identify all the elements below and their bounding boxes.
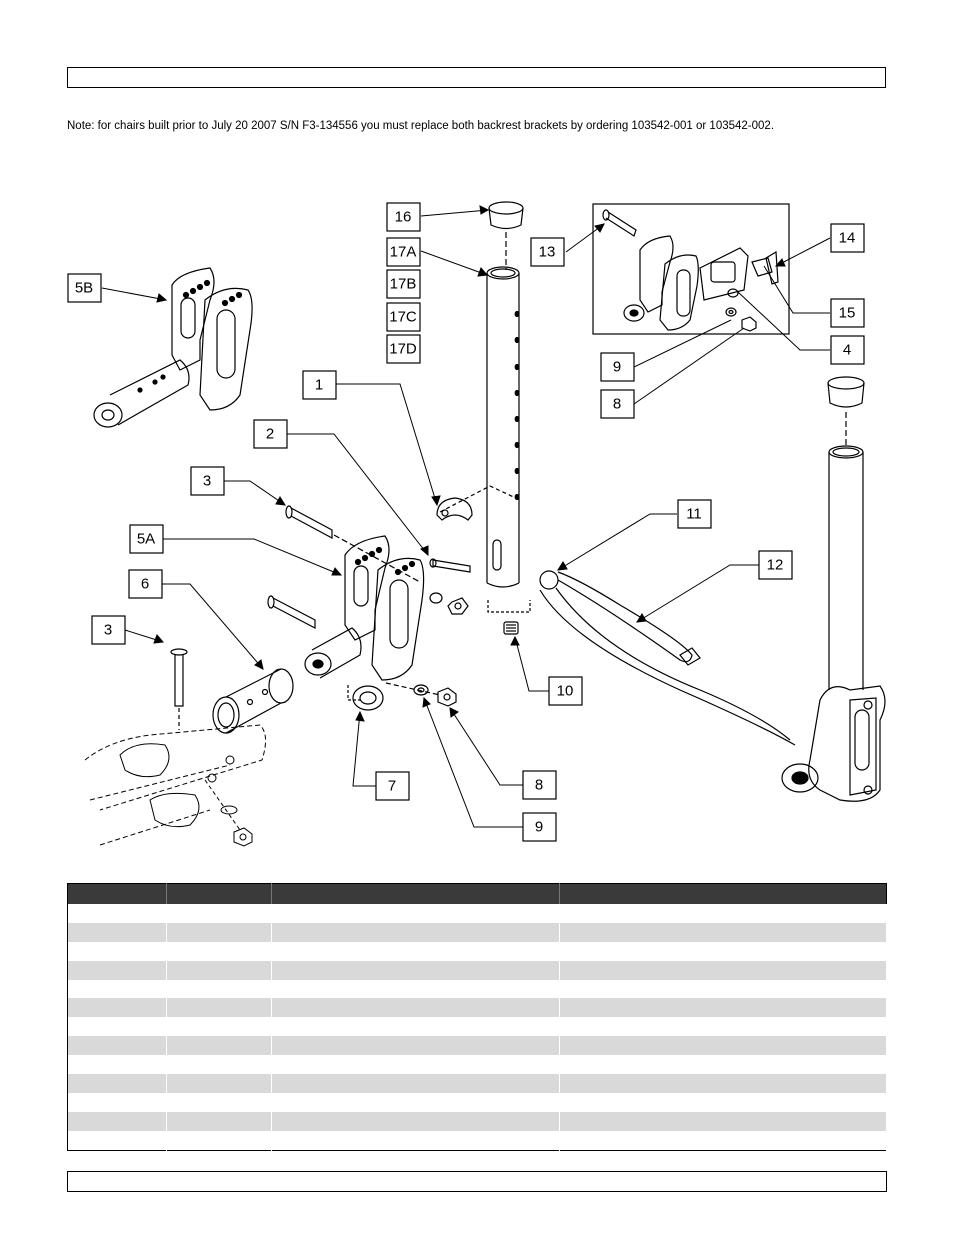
svg-text:13: 13 [539,244,556,261]
callout-14: 14 [830,223,865,253]
callout-9-lower: 9 [522,812,557,842]
table-row [67,998,887,1018]
header-cell [559,883,887,904]
svg-text:2: 2 [266,426,274,443]
table-row [67,1111,887,1131]
svg-text:5A: 5A [137,531,155,548]
callout-9-upper: 9 [600,352,635,382]
svg-text:9: 9 [535,819,543,836]
screw-3-lower [267,595,316,629]
exploded-parts-diagram: 16 17A 17B 17C 17D 13 14 15 4 9 8 5B 1 2… [0,150,954,870]
screw-3-upper [285,505,421,583]
callout-10: 10 [548,676,583,706]
right-backpost-assembly [781,376,886,802]
screw-3-vertical [170,648,188,730]
svg-text:3: 3 [104,622,112,639]
svg-text:6: 6 [141,576,149,593]
callout-17D: 17D [386,334,421,364]
callout-5A: 5A [129,524,164,554]
table-row [67,941,887,961]
footer-box [67,1171,887,1192]
lanyard-12 [539,571,796,746]
callout-15: 15 [830,298,865,328]
clamp-1 [436,485,521,521]
sleeve-6 [212,668,294,734]
table-row [67,904,887,923]
callout-17B: 17B [386,269,421,299]
table-row [67,1130,887,1151]
callout-3-upper: 3 [190,466,225,496]
parts-table-header [67,883,887,904]
spacer-7 [347,685,384,711]
svg-text:17A: 17A [390,244,417,261]
svg-text:7: 7 [388,778,396,795]
table-row [67,1092,887,1112]
svg-text:8: 8 [535,777,543,794]
callout-6: 6 [128,569,163,599]
washer-9-lower [413,684,429,696]
note-text: Note: for chairs built prior to July 20 … [67,120,775,132]
header-cell [271,883,560,904]
callout-16: 16 [386,202,421,232]
svg-text:9: 9 [613,359,621,376]
leader-lines [101,205,831,828]
washer-nut-center [429,592,469,615]
callout-4: 4 [830,335,865,365]
svg-text:8: 8 [613,396,621,413]
header-cell [67,883,167,904]
inset-assembly-box [592,203,790,335]
header-cell [166,883,272,904]
svg-text:11: 11 [686,506,702,523]
svg-text:16: 16 [395,209,412,226]
callout-7: 7 [375,771,410,801]
svg-text:4: 4 [843,342,851,359]
svg-text:3: 3 [203,473,211,490]
callout-5B: 5B [67,273,102,303]
svg-text:17B: 17B [390,276,417,293]
callout-8-upper: 8 [600,389,635,419]
parts-table [67,883,887,1151]
table-row [67,960,887,980]
callout-13: 13 [530,237,565,267]
table-row [67,1074,887,1093]
callout-1: 1 [302,370,337,400]
backrest-bracket-5B [93,267,253,428]
tube-cap-16 [488,201,524,270]
svg-text:1: 1 [315,377,323,394]
svg-text:17C: 17C [389,309,417,326]
nut-8-lower [437,687,457,707]
callout-11: 11 [677,499,712,529]
callout-12: 12 [758,550,793,580]
backrest-bracket-5A [304,535,425,681]
table-row [67,979,887,999]
callout-3-lower: 3 [91,615,126,645]
svg-text:12: 12 [767,557,784,574]
svg-text:14: 14 [839,230,856,247]
table-row [67,922,887,942]
pin-2 [429,558,471,573]
set-screw-10 [503,621,519,635]
svg-text:17D: 17D [389,341,417,358]
svg-text:5B: 5B [75,280,93,297]
table-row [67,1055,887,1075]
callout-17C: 17C [386,302,421,332]
table-row [67,1017,887,1037]
callout-2: 2 [253,419,288,449]
callout-17A: 17A [386,237,421,267]
table-row [67,1036,887,1056]
frame-section [84,724,266,847]
header-box [67,67,886,88]
svg-text:10: 10 [557,683,574,700]
ring-11 [539,570,559,590]
svg-text:15: 15 [839,305,856,322]
backpost-tube-17 [486,266,531,613]
callout-8-lower: 8 [522,770,557,800]
